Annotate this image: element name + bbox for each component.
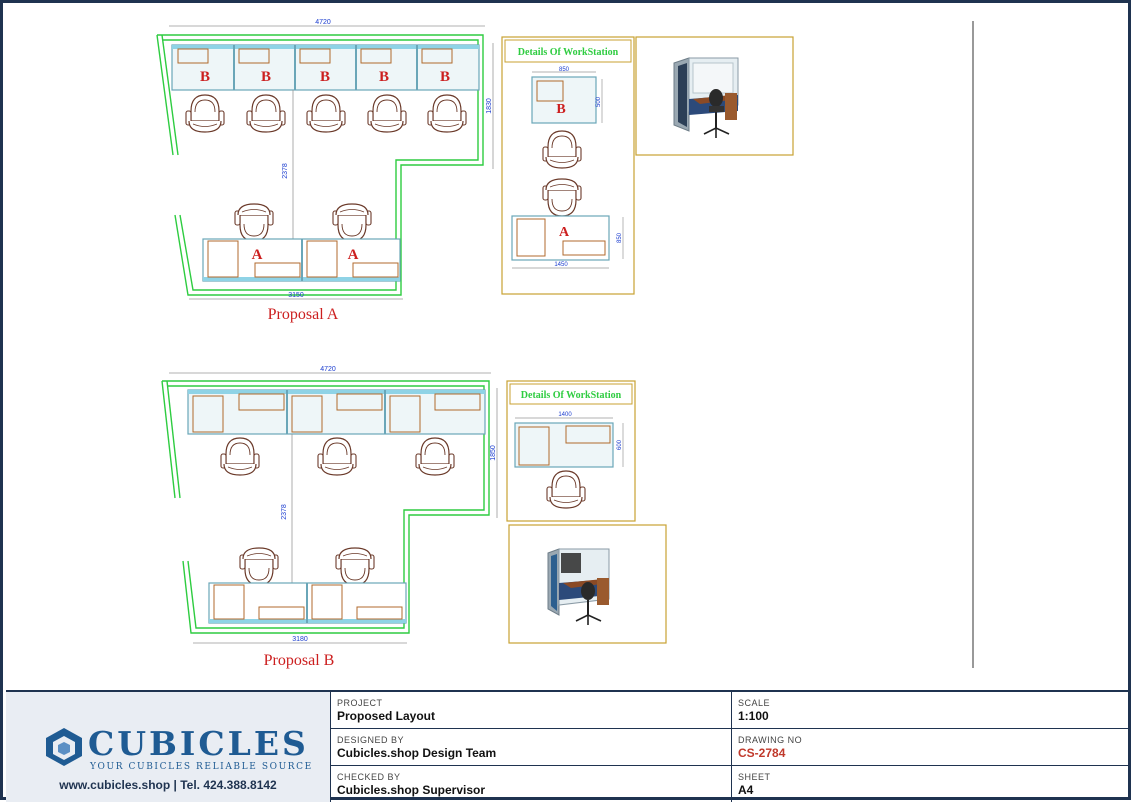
proposal-b-dim-bottom: 3180 bbox=[292, 636, 308, 643]
project-cell: PROJECT Proposed Layout bbox=[331, 692, 731, 729]
checked-by-cell: CHECKED BY Cubicles.shop Supervisor bbox=[337, 772, 486, 797]
proposal-b-detail-box: Details Of WorkStation 1400 600 bbox=[506, 380, 636, 522]
proposal-a-chairs-top bbox=[185, 94, 467, 133]
scale-value: 1:100 bbox=[738, 709, 769, 723]
detail-b-width: 850 bbox=[559, 67, 570, 73]
proposal-a-chairs-bottom bbox=[235, 204, 371, 241]
sheet-value: A4 bbox=[738, 783, 754, 797]
title-block: CUBICLES YOUR CUBICLES RELIABLE SOURCE w… bbox=[6, 690, 1131, 802]
contact-info: www.cubicles.shop | Tel. 424.388.8142 bbox=[59, 778, 277, 792]
detail-a-depth: 850 bbox=[617, 232, 623, 243]
desk-b-label: B bbox=[261, 69, 271, 85]
detail-a-label: A bbox=[559, 225, 570, 240]
checked-by-value: Cubicles.shop Supervisor bbox=[337, 783, 486, 797]
desk-a-label: A bbox=[252, 247, 263, 263]
proposal-b-dim-center: 2378 bbox=[281, 504, 288, 520]
detail-title: Details Of WorkStation bbox=[518, 47, 619, 58]
proposal-a-dim-right: 1830 bbox=[486, 98, 493, 114]
logo-wordmark: CUBICLES bbox=[88, 724, 309, 763]
desk-b-label: B bbox=[440, 69, 450, 85]
proposal-b-title: Proposal B bbox=[264, 652, 335, 669]
desk-b-label: B bbox=[200, 69, 210, 85]
proposal-a-dim-top: 4720 bbox=[315, 19, 331, 26]
company-logo: CUBICLES YOUR CUBICLES RELIABLE SOURCE w… bbox=[6, 692, 331, 802]
proposal-a-desk-row-b bbox=[171, 44, 480, 91]
cube-logo-icon bbox=[46, 728, 82, 766]
desk-b-label: B bbox=[379, 69, 389, 85]
drawing-no-value: CS-2784 bbox=[738, 746, 786, 760]
detail-b-label: B bbox=[556, 102, 565, 117]
proposal-a-3d-render bbox=[635, 36, 794, 156]
proposal-b-chairs-top bbox=[220, 437, 455, 476]
proposal-a-desk-labels-b: B B B B B bbox=[200, 69, 450, 85]
drawing-no-cell: DRAWING NO CS-2784 bbox=[732, 729, 1131, 766]
detail-b-depth: 500 bbox=[596, 96, 602, 107]
proposal-b-dim-right: 1850 bbox=[490, 445, 497, 461]
detail-title: Details Of WorkStation bbox=[521, 390, 622, 401]
detail-depth: 600 bbox=[617, 439, 623, 450]
sheet-cell: SHEET A4 bbox=[738, 772, 771, 797]
scale-cell: SCALE 1:100 bbox=[732, 692, 1131, 729]
proposal-b-dim-top: 4720 bbox=[320, 366, 336, 373]
proposal-a-title: Proposal A bbox=[268, 306, 339, 323]
proposal-a-dim-center: 2378 bbox=[282, 163, 289, 179]
proposal-a-dim-bottom: 3150 bbox=[288, 292, 304, 299]
proposal-b-desk-row-bottom bbox=[208, 582, 407, 624]
proposal-a-desk-row-a bbox=[202, 238, 401, 282]
proposal-b-desk-row-top bbox=[187, 389, 486, 435]
floor-plan-drawing: B B B B B 2378 A A bbox=[156, 19, 974, 669]
designed-by-value: Cubicles.shop Design Team bbox=[337, 746, 497, 760]
desk-b-label: B bbox=[320, 69, 330, 85]
proposal-a-plan: B B B B B 2378 A A bbox=[156, 19, 494, 323]
logo-tagline: YOUR CUBICLES RELIABLE SOURCE bbox=[90, 762, 313, 772]
proposal-b-chairs-bottom bbox=[240, 548, 374, 585]
designed-by-cell: DESIGNED BY Cubicles.shop Design Team bbox=[331, 729, 731, 766]
proposal-b-3d-render bbox=[508, 524, 667, 644]
proposal-b-plan: 2378 4720 1850 3180 Proposal B bbox=[161, 366, 498, 669]
project-value: Proposed Layout bbox=[337, 709, 436, 723]
detail-a-width: 1450 bbox=[554, 262, 568, 268]
detail-width: 1400 bbox=[558, 412, 572, 418]
proposal-a-detail-box: Details Of WorkStation 850 B 500 A 1450 … bbox=[501, 36, 635, 295]
desk-a-label: A bbox=[348, 247, 359, 263]
